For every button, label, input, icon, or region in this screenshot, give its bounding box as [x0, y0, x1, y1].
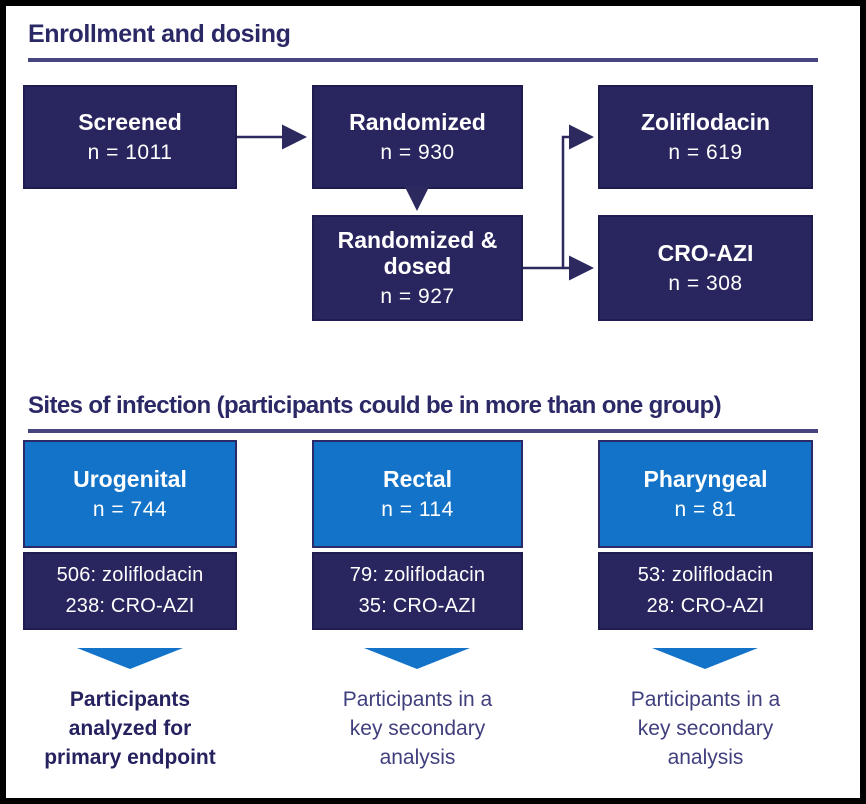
down-arrow-icon: [364, 648, 470, 669]
sites-section-divider: [28, 429, 818, 433]
urogenital-cro-azi-count: 238: CRO-AZI: [65, 595, 195, 617]
outcome-urogenital: Participants analyzed for primary endpoi…: [23, 686, 237, 773]
pharyngeal-cro-azi-count: 28: CRO-AZI: [646, 595, 765, 617]
box-screened: Screened n = 1011: [23, 85, 237, 189]
box-zoliflodacin-n: n = 619: [668, 141, 743, 165]
site-rectal-n: n = 114: [381, 498, 454, 522]
box-cro-azi-n: n = 308: [668, 272, 743, 296]
arrow-dosed-to-zoliflodacin: [523, 124, 594, 270]
box-randomized-n: n = 930: [380, 141, 455, 165]
pharyngeal-zoliflodacin-count: 53: zoliflodacin: [637, 564, 774, 586]
down-arrow-icon: [652, 648, 758, 669]
box-randomized: Randomized n = 930: [312, 85, 523, 189]
box-zoliflodacin: Zoliflodacin n = 619: [598, 85, 813, 189]
outcome-line: Participants: [69, 688, 191, 711]
outcome-line: analyzed for: [68, 716, 192, 740]
sites-section-title: Sites of infection (participants could b…: [28, 392, 722, 419]
outcome-line: Participants in a: [342, 688, 493, 711]
outcome-line: analysis: [379, 745, 456, 769]
site-urogenital-n: n = 744: [92, 498, 168, 522]
enrollment-section-divider: [28, 58, 818, 62]
outcome-line: key secondary: [349, 716, 486, 740]
site-box-pharyngeal: Pharyngeal n = 81: [598, 440, 813, 548]
box-screened-label: Screened: [78, 108, 182, 135]
outcome-line: key secondary: [637, 716, 774, 740]
box-cro-azi: CRO-AZI n = 308: [598, 215, 813, 321]
arm-box-urogenital: 506: zoliflodacin 238: CRO-AZI: [23, 552, 237, 630]
enrollment-section-title: Enrollment and dosing: [28, 20, 291, 48]
outcome-rectal: Participants in a key secondary analysis: [312, 686, 523, 773]
outcome-pharyngeal: Participants in a key secondary analysis: [598, 686, 813, 773]
box-randomized-dosed-n: n = 927: [380, 285, 455, 309]
box-zoliflodacin-label: Zoliflodacin: [640, 108, 771, 135]
box-randomized-label: Randomized: [349, 108, 486, 135]
box-randomized-dosed: Randomized & dosed n = 927: [312, 215, 523, 321]
box-randomized-dosed-label: Randomized & dosed: [337, 226, 498, 279]
urogenital-zoliflodacin-count: 506: zoliflodacin: [56, 564, 204, 586]
site-rectal-label: Rectal: [382, 465, 453, 492]
box-cro-azi-label: CRO-AZI: [657, 239, 754, 266]
site-pharyngeal-label: Pharyngeal: [643, 465, 768, 492]
site-pharyngeal-n: n = 81: [674, 498, 737, 522]
outcome-line: Participants in a: [630, 688, 781, 711]
outcome-line: primary endpoint: [44, 745, 216, 769]
box-screened-n: n = 1011: [87, 141, 173, 165]
site-box-urogenital: Urogenital n = 744: [23, 440, 237, 548]
site-urogenital-label: Urogenital: [73, 465, 187, 492]
arm-box-rectal: 79: zoliflodacin 35: CRO-AZI: [312, 552, 523, 630]
rectal-cro-azi-count: 35: CRO-AZI: [358, 595, 477, 617]
site-box-rectal: Rectal n = 114: [312, 440, 523, 548]
arm-box-pharyngeal: 53: zoliflodacin 28: CRO-AZI: [598, 552, 813, 630]
outcome-line: analysis: [667, 745, 744, 769]
down-arrow-icon: [77, 648, 183, 669]
rectal-zoliflodacin-count: 79: zoliflodacin: [349, 564, 486, 586]
